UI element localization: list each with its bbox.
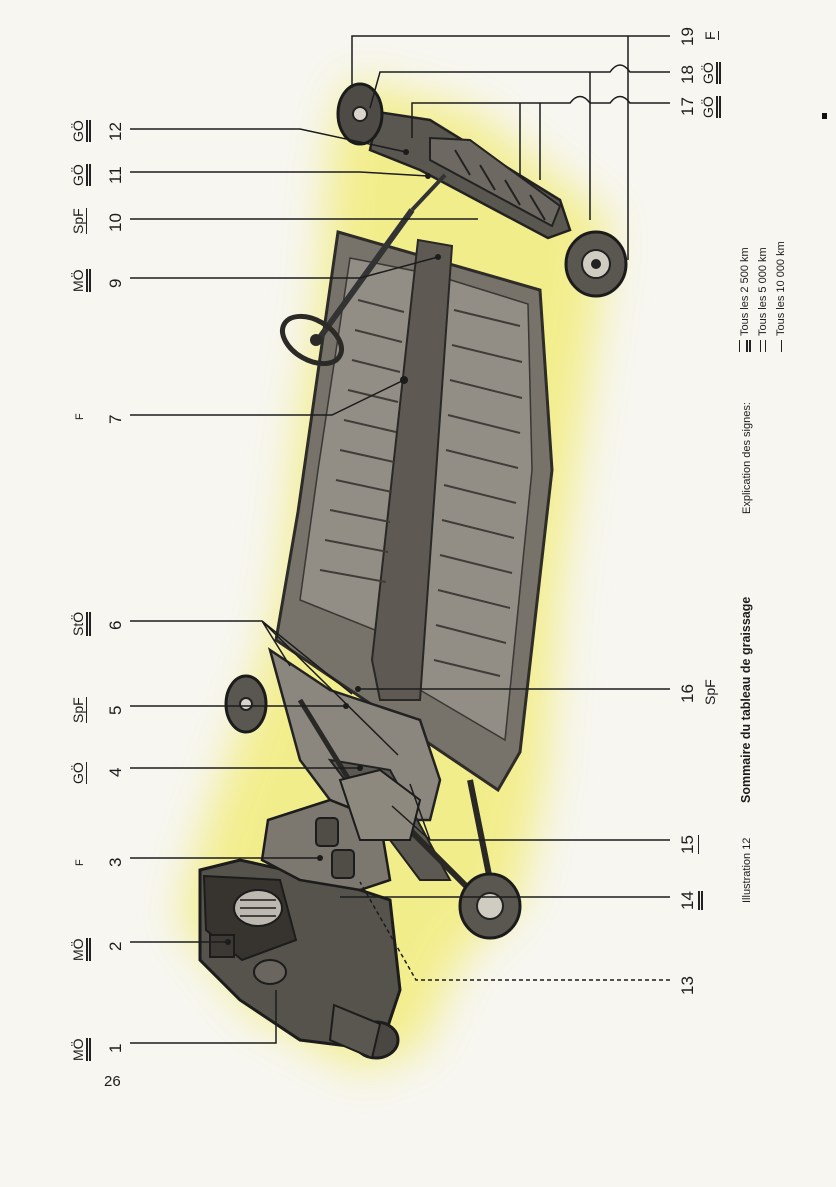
callout-1-number: 1 [106, 1043, 125, 1053]
callout-6-code: StÖ [70, 611, 91, 636]
callout-1-code: MÖ [70, 1038, 91, 1061]
rear-right-brake-drum [458, 872, 522, 940]
callout-6-number: 6 [106, 620, 125, 630]
callout-12-code: GÖ [70, 120, 91, 142]
legend-symbol-2-lines [760, 340, 767, 352]
illustration-number: Illustration 12 [741, 837, 753, 903]
callout-5-number: 5 [106, 705, 125, 715]
page-number: 26 [104, 1073, 121, 1090]
callout-18-code: GÖ [700, 62, 721, 84]
leader-7 [130, 379, 405, 416]
callout-10-code: SpF [70, 208, 87, 234]
callout-2-number: 2 [106, 941, 125, 951]
callout-3-code: F [74, 859, 86, 866]
legend-heading: Explication des signes: [741, 402, 753, 514]
legend-label-5000: Tous les 5 000 km [757, 247, 769, 336]
legend-label-2500: Tous les 2 500 km [739, 247, 751, 336]
leader-15 [391, 783, 670, 841]
leader-19 [351, 35, 670, 260]
callout-14-number: 14 [678, 891, 703, 910]
leader-13 [359, 881, 670, 981]
callout-4-number: 4 [106, 767, 125, 777]
legend-item-2500: Tous les 2 500 km [739, 247, 752, 352]
callout-7-code: F [74, 413, 86, 420]
callout-9-number: 9 [106, 278, 125, 288]
legend-item-5000: Tous les 5 000 km [757, 247, 769, 352]
callout-5-code: SpF [70, 697, 87, 723]
front-left-brake-drum [336, 82, 384, 146]
callout-10-number: 10 [106, 213, 125, 232]
grease-points [225, 149, 441, 945]
callout-19-number: 19 [678, 27, 697, 46]
callout-3-number: 3 [106, 857, 125, 867]
legend-label-10000: Tous les 10 000 km [775, 241, 787, 336]
callout-15-number: 15 [678, 835, 699, 854]
callout-2-code: MÖ [70, 938, 91, 961]
caption-title: Sommaire du tableau de graissage [739, 596, 753, 803]
leader-18 [369, 64, 670, 220]
front-right-brake-drum [564, 230, 628, 298]
floor-ribs [319, 299, 523, 677]
legend-symbol-1-line [780, 340, 782, 352]
leader-11 [130, 171, 429, 177]
steering-wheel [280, 313, 344, 367]
floor-pan [274, 230, 554, 793]
leader-12 [130, 128, 407, 153]
callout-19-code: F [702, 31, 719, 40]
margin-mark [822, 113, 827, 119]
callout-17-number: 17 [678, 97, 697, 116]
front-axle [315, 110, 572, 342]
engine-block [198, 858, 402, 1060]
transmission-case [260, 768, 422, 892]
legend-symbol-3-lines [739, 340, 752, 352]
callout-16-number: 16 [678, 684, 697, 703]
callout-16-code: SpF [702, 679, 718, 705]
callout-18-number: 18 [678, 65, 697, 84]
callout-11-code: GÖ [70, 164, 91, 186]
callout-17-code: GÖ [700, 96, 721, 118]
rear-left-brake-drum [224, 674, 268, 734]
leader-1 [130, 990, 277, 1044]
leader-lines [130, 35, 670, 1044]
callout-12-number: 12 [106, 122, 125, 141]
callout-11-number: 11 [106, 166, 125, 184]
callout-7-number: 7 [106, 414, 125, 424]
callout-13-number: 13 [678, 976, 697, 995]
leader-9 [130, 256, 439, 279]
legend-item-10000: Tous les 10 000 km [775, 241, 787, 352]
callout-9-code: MÖ [70, 269, 91, 292]
leader-6 [130, 620, 399, 756]
callout-4-code: GÖ [70, 762, 87, 784]
